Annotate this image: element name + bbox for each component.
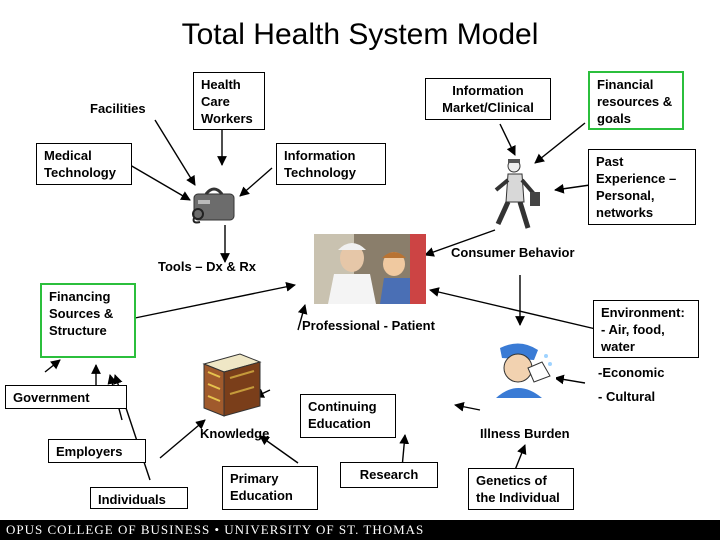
arrow-financing (134, 281, 296, 319)
illness-burden-label: Illness Burden (480, 426, 570, 441)
arrow-gov-a (44, 359, 61, 373)
sick-person-icon (490, 342, 556, 398)
consumer-behavior-label: Consumer Behavior (451, 245, 575, 260)
walking-man-icon (494, 159, 540, 229)
footer-text: OPUS COLLEGE OF BUSINESS • UNIVERSITY OF… (6, 522, 425, 537)
research-box: Research (340, 462, 438, 488)
arrow-consumer (424, 229, 496, 257)
arrow-infotech (239, 167, 273, 197)
environment-box: Environment: - Air, food, water (593, 300, 699, 358)
arrow-economic (554, 374, 586, 385)
genetics-box: Genetics of the Individual (468, 468, 574, 510)
medical-bag-icon (192, 187, 235, 224)
economic-label: -Economic (598, 365, 665, 380)
arrow-facilities (154, 119, 196, 186)
arrow-primary-ed (259, 435, 299, 464)
continuing-education-box: Continuing Education (300, 394, 396, 438)
primary-education-box: Primary Education (222, 466, 318, 510)
arrow-info-market (499, 123, 516, 156)
cultural-label: - Cultural (598, 389, 656, 404)
arrow-past (554, 183, 591, 194)
arrow-medtech (129, 164, 191, 201)
doctor-patient-photo (314, 234, 426, 304)
arrow-genetics (514, 444, 527, 471)
books-icon (202, 353, 262, 417)
tools-label: Tools – Dx & Rx (158, 259, 257, 274)
information-technology-box: Information Technology (276, 143, 386, 185)
arrow-financial (534, 122, 586, 164)
financial-resources-box: Financial resources & goals (588, 71, 684, 130)
employers-box: Employers (48, 439, 146, 463)
health-care-workers-box: Health Care Workers (193, 72, 265, 130)
arrow-employers (159, 419, 206, 459)
professional-patient-label: Professional - Patient (302, 318, 435, 333)
arrow-prof-patient (297, 304, 308, 331)
arrow-illness (454, 401, 481, 412)
financing-sources-box: Financing Sources & Structure (40, 283, 136, 358)
arrow-environment (429, 287, 601, 331)
diagram-title: Total Health System Model (181, 18, 539, 51)
medical-technology-box: Medical Technology (36, 143, 132, 185)
facilities-label: Facilities (90, 101, 146, 116)
individuals-box: Individuals (90, 487, 188, 509)
past-experience-box: Past Experience – Personal, networks (588, 149, 696, 225)
knowledge-label: Knowledge (200, 426, 270, 441)
footer-bar: OPUS COLLEGE OF BUSINESS • UNIVERSITY OF… (0, 520, 720, 540)
government-box: Government (5, 385, 127, 409)
information-market-box: Information Market/Clinical (425, 78, 551, 120)
